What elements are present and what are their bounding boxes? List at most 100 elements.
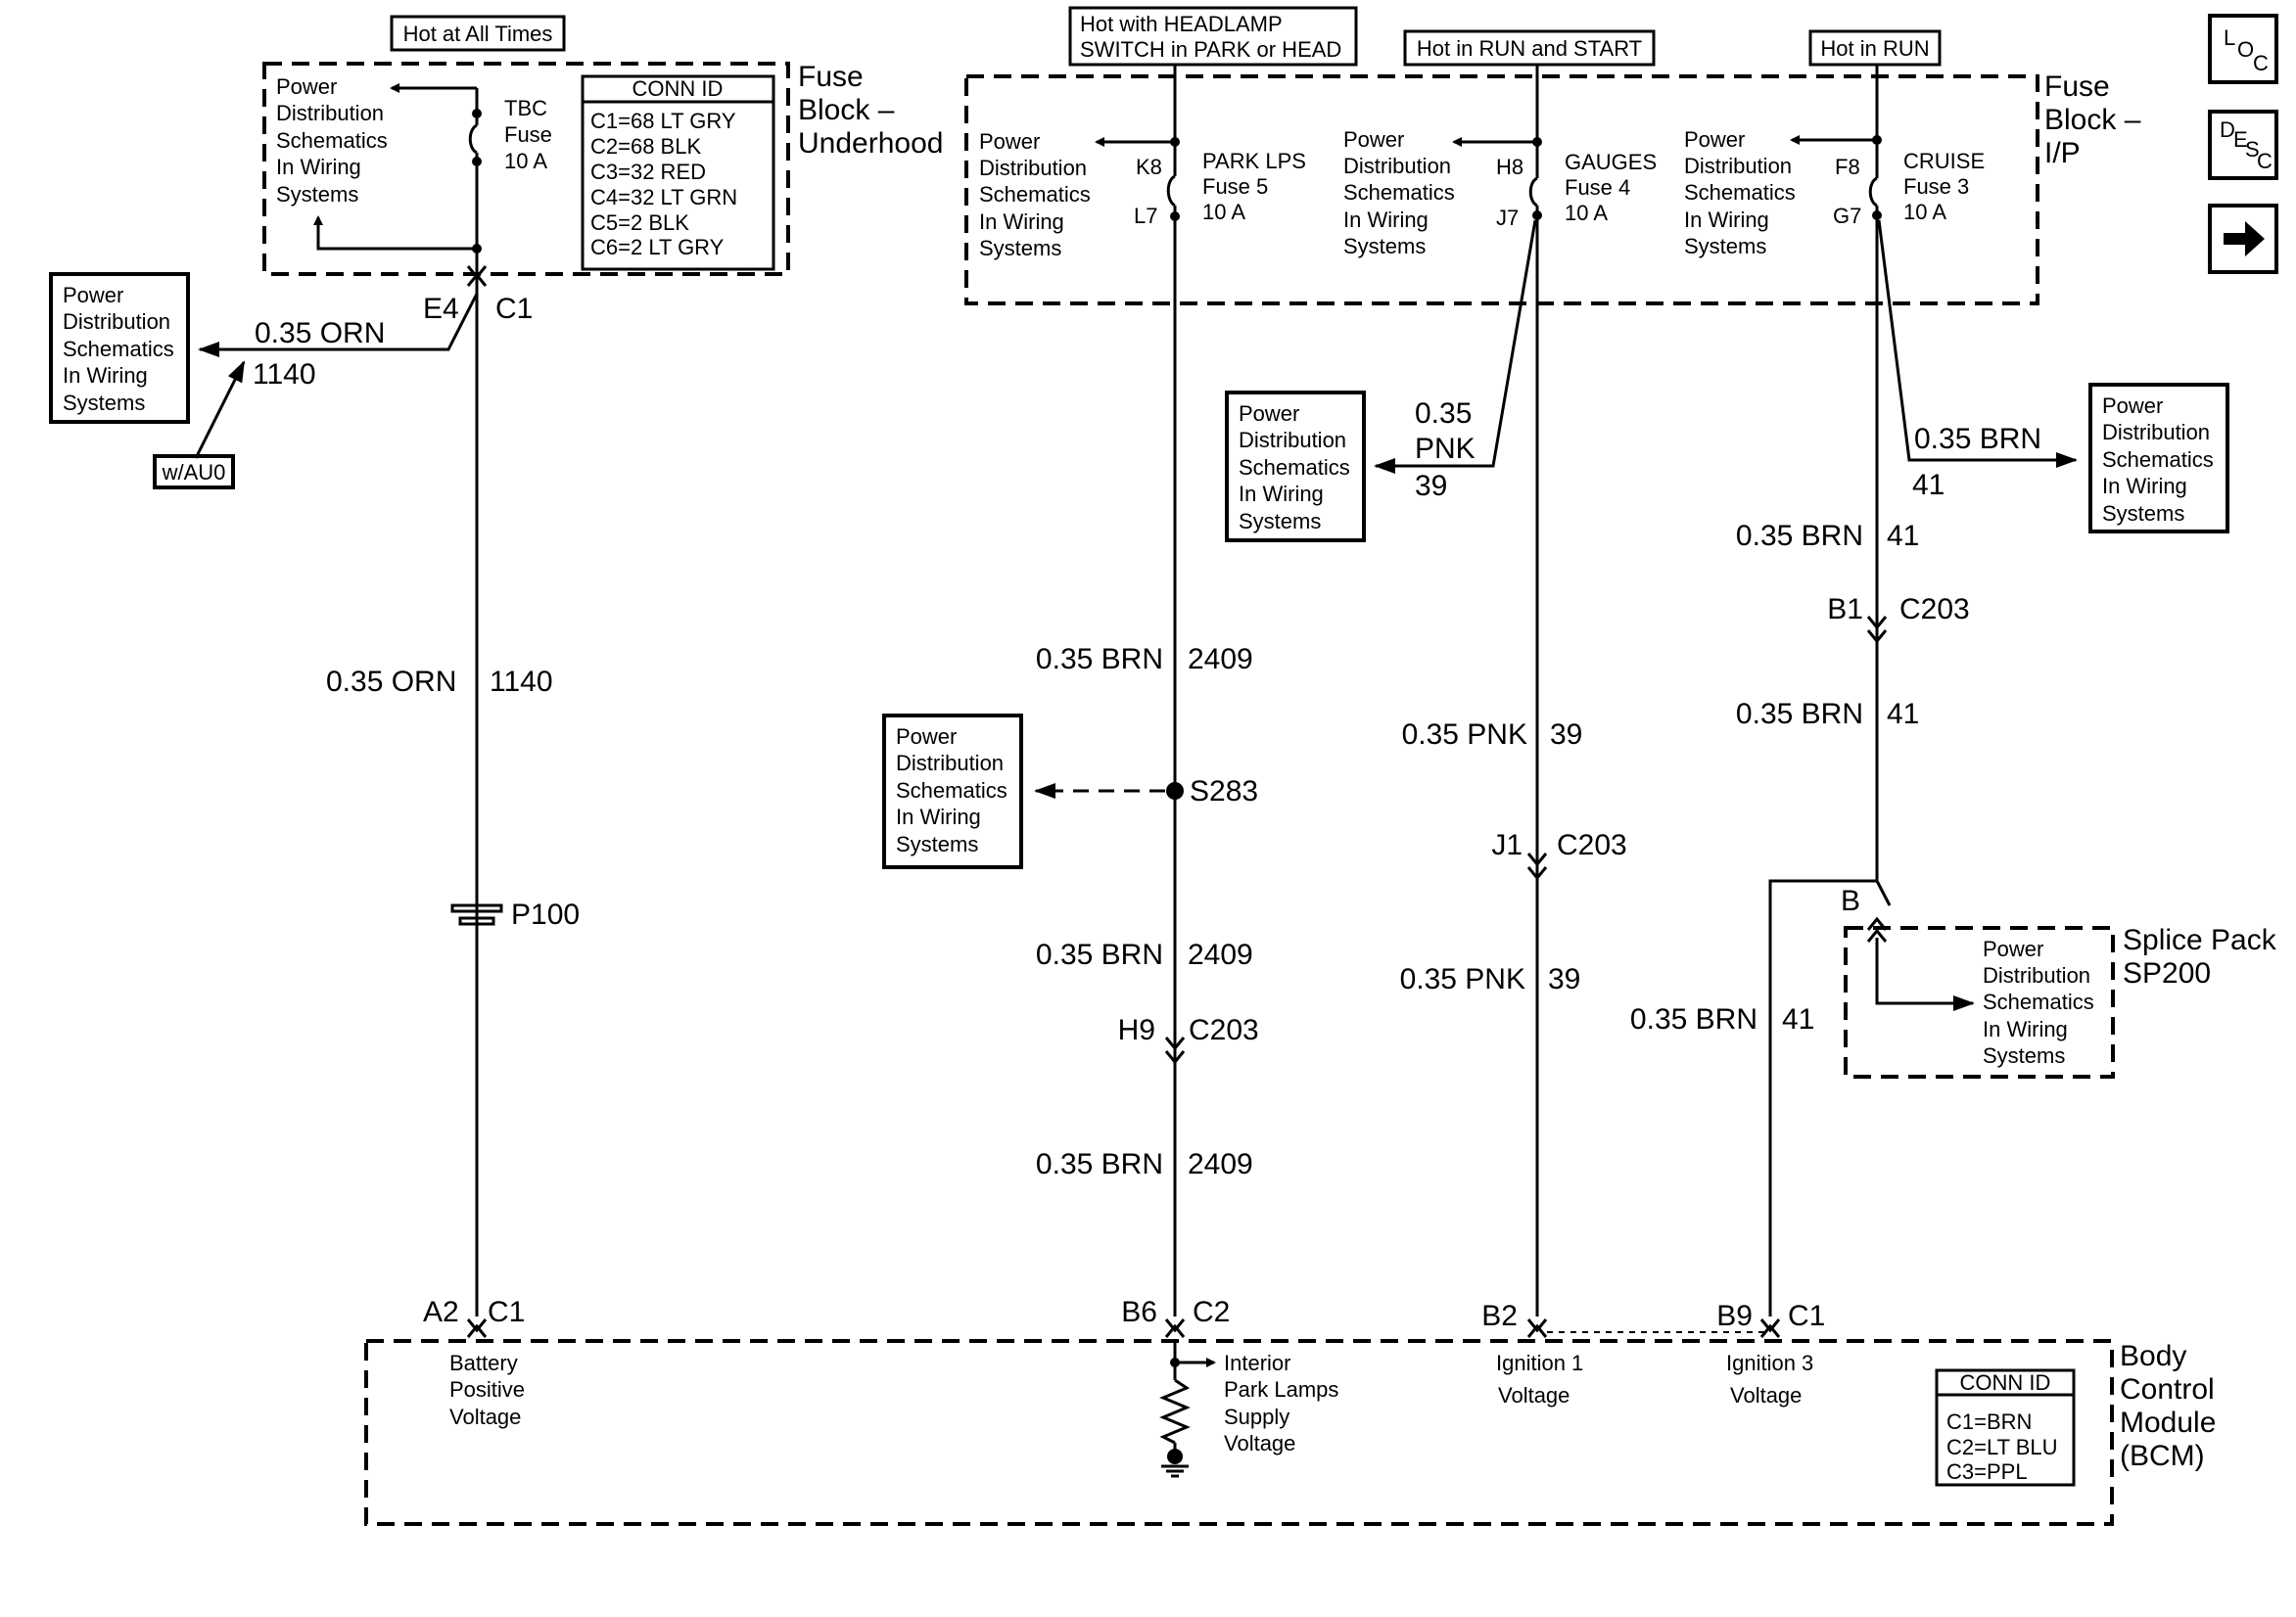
svg-text:2409: 2409 — [1188, 1148, 1253, 1180]
svg-text:Systems: Systems — [979, 236, 1061, 260]
fuse-cruise: F8 G7 CRUISE Fuse 3 10 A — [1790, 65, 1985, 228]
svg-text:Voltage: Voltage — [1498, 1383, 1570, 1408]
svg-text:0.35 BRN: 0.35 BRN — [1914, 423, 2041, 455]
svg-text:C2=LT BLU: C2=LT BLU — [1946, 1435, 2058, 1459]
loc-letter-l: L — [2224, 25, 2236, 50]
svg-text:Underhood: Underhood — [798, 127, 943, 160]
next-button[interactable] — [2208, 204, 2278, 274]
svg-text:Schematics: Schematics — [1983, 990, 2094, 1014]
svg-text:10 A: 10 A — [504, 149, 547, 173]
svg-text:Fuse 4: Fuse 4 — [1565, 175, 1630, 200]
bcm-battery-input: Battery Positive Voltage — [449, 1351, 525, 1429]
svg-text:Systems: Systems — [1239, 509, 1321, 533]
svg-text:Schematics: Schematics — [63, 337, 174, 361]
svg-text:Battery: Battery — [449, 1351, 518, 1375]
svg-text:0.35 BRN: 0.35 BRN — [1736, 520, 1863, 552]
svg-text:Distribution: Distribution — [896, 751, 1004, 775]
svg-text:(BCM): (BCM) — [2120, 1440, 2205, 1472]
svg-text:CRUISE: CRUISE — [1903, 149, 1985, 173]
hot-label-run: Hot in RUN — [1808, 29, 1942, 67]
bcm-ignition1-input: Ignition 1 Voltage — [1496, 1351, 1583, 1408]
svg-text:Fuse: Fuse — [798, 61, 864, 93]
svg-text:J7: J7 — [1496, 206, 1519, 230]
hot-label-run-start: Hot in RUN and START — [1403, 29, 1656, 67]
svg-text:B: B — [1841, 885, 1860, 917]
svg-text:Power: Power — [979, 129, 1040, 154]
svg-text:B9: B9 — [1716, 1300, 1753, 1332]
loc-button[interactable]: L O C — [2208, 14, 2278, 84]
svg-text:1140: 1140 — [490, 666, 553, 698]
svg-text:0.35: 0.35 — [1415, 397, 1472, 430]
svg-text:P100: P100 — [511, 899, 580, 931]
svg-text:C1=68 LT GRY: C1=68 LT GRY — [590, 109, 736, 133]
svg-text:In Wiring: In Wiring — [1684, 208, 1769, 232]
option-label-au0: w/AU0 — [153, 454, 235, 489]
loc-letter-o: O — [2237, 37, 2255, 62]
svg-text:Systems: Systems — [896, 832, 978, 856]
svg-text:Schematics: Schematics — [1684, 180, 1796, 205]
tbc-fuse: TBC Fuse 10 A — [313, 83, 552, 269]
svg-text:Module: Module — [2120, 1407, 2216, 1439]
svg-text:Power: Power — [63, 283, 123, 307]
svg-text:w/AU0: w/AU0 — [162, 460, 226, 485]
svg-text:Positive: Positive — [449, 1377, 525, 1402]
svg-text:Power: Power — [276, 74, 337, 99]
svg-text:Distribution: Distribution — [1983, 963, 2090, 988]
svg-text:C6=2 LT GRY: C6=2 LT GRY — [590, 235, 725, 259]
svg-text:CONN ID: CONN ID — [1960, 1370, 2051, 1395]
svg-text:In Wiring: In Wiring — [896, 805, 981, 829]
svg-text:C203: C203 — [1189, 1014, 1259, 1046]
svg-text:Power: Power — [1343, 127, 1404, 152]
svg-text:Hot at All Times: Hot at All Times — [403, 22, 553, 46]
svg-text:Body: Body — [2120, 1340, 2186, 1372]
svg-text:In Wiring: In Wiring — [1239, 482, 1324, 506]
svg-text:1140: 1140 — [253, 358, 316, 391]
svg-text:0.35 PNK: 0.35 PNK — [1402, 718, 1527, 751]
desc-button[interactable]: D E S C — [2208, 110, 2278, 180]
svg-text:Supply: Supply — [1224, 1405, 1289, 1429]
bcm-ignition3-input: Ignition 3 Voltage — [1726, 1351, 1813, 1408]
svg-text:Systems: Systems — [1684, 234, 1766, 258]
svg-text:C2: C2 — [1193, 1296, 1230, 1328]
fuse-block-ip: Fuse Block – I/P — [964, 70, 2141, 305]
conn-id-table-underhood: CONN ID C1=68 LT GRY C2=68 BLK C3=32 RED… — [581, 74, 775, 271]
svg-text:Systems: Systems — [63, 391, 145, 415]
svg-text:C1=BRN: C1=BRN — [1946, 1409, 2032, 1434]
svg-text:PARK LPS: PARK LPS — [1202, 149, 1306, 173]
svg-text:PNK: PNK — [1415, 433, 1476, 465]
svg-text:SWITCH in PARK or HEAD: SWITCH in PARK or HEAD — [1080, 37, 1341, 62]
circuit-39: 0.35 PNK 39 0.35 PNK 39 J1 C203 0.35 PNK… — [1374, 206, 1764, 1338]
hot-label-always: Hot at All Times — [390, 15, 566, 52]
bcm-module: Body Control Module (BCM) — [364, 1339, 2216, 1526]
svg-text:Control: Control — [2120, 1373, 2215, 1406]
svg-text:Distribution: Distribution — [63, 309, 170, 334]
circuit-41: 0.35 BRN 41 0.35 BRN 41 B1 C203 0.35 BRN… — [1630, 206, 2078, 1338]
svg-text:41: 41 — [1887, 520, 1919, 552]
svg-text:B1: B1 — [1827, 593, 1863, 625]
svg-text:Power: Power — [1684, 127, 1745, 152]
desc-letter-e: E — [2233, 127, 2248, 152]
svg-text:2409: 2409 — [1188, 643, 1253, 675]
svg-text:C3=32 RED: C3=32 RED — [590, 160, 706, 184]
svg-text:0.35 BRN: 0.35 BRN — [1036, 939, 1163, 971]
svg-text:Block –: Block – — [2044, 104, 2141, 136]
svg-text:H9: H9 — [1118, 1014, 1155, 1046]
svg-text:Fuse: Fuse — [2044, 70, 2110, 103]
svg-text:In Wiring: In Wiring — [1983, 1017, 2068, 1041]
desc-letter-c: C — [2257, 149, 2273, 173]
svg-text:A2: A2 — [423, 1296, 459, 1328]
svg-text:C1: C1 — [495, 293, 533, 325]
svg-text:C5=2 BLK: C5=2 BLK — [590, 210, 689, 235]
svg-text:Fuse 5: Fuse 5 — [1202, 174, 1268, 199]
svg-text:Systems: Systems — [276, 182, 358, 207]
svg-text:Systems: Systems — [1983, 1043, 2065, 1068]
svg-text:Schematics: Schematics — [1239, 455, 1350, 480]
svg-text:Voltage: Voltage — [449, 1405, 521, 1429]
svg-text:Hot with HEADLAMP: Hot with HEADLAMP — [1080, 12, 1283, 36]
svg-text:41: 41 — [1887, 698, 1919, 730]
svg-text:Distribution: Distribution — [1239, 428, 1346, 452]
svg-text:C3=PPL: C3=PPL — [1946, 1459, 2028, 1484]
fuse-block-underhood: Fuse Block – Underhood — [262, 61, 943, 276]
desc-letter-s: S — [2245, 137, 2260, 162]
